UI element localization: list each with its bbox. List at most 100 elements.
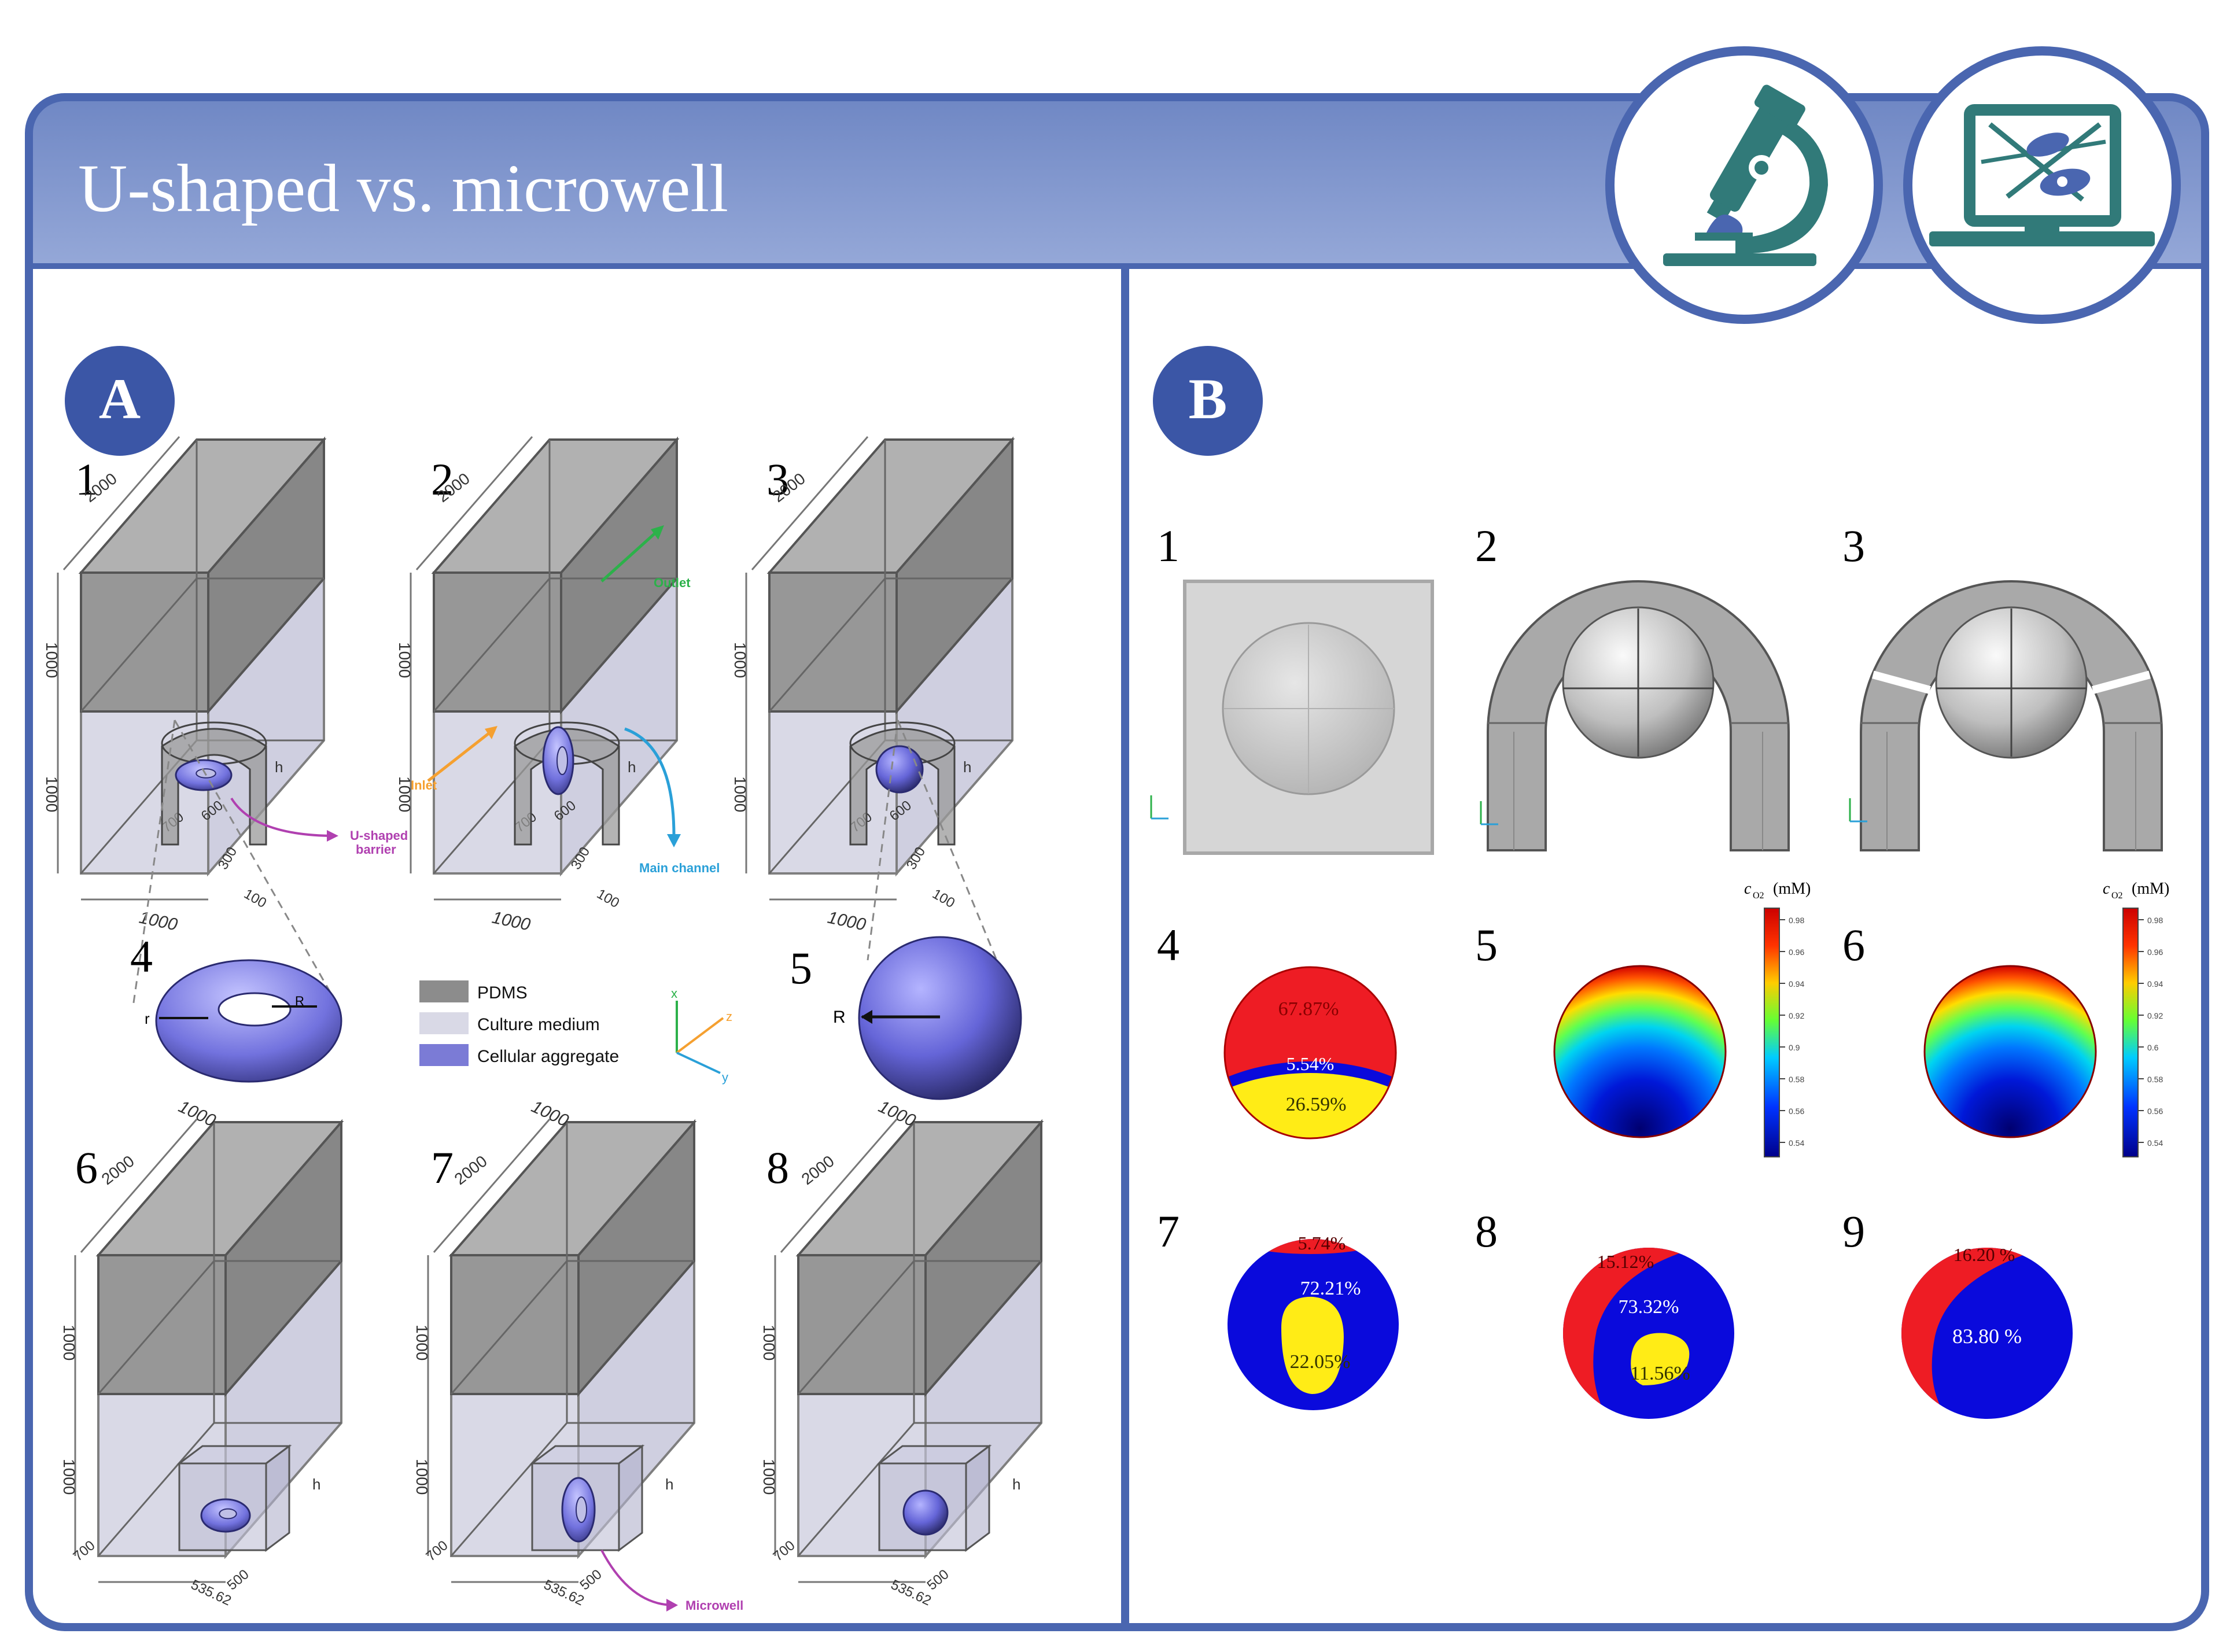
dimension-h: h	[312, 1476, 320, 1493]
pct-4-blue: 5.54%	[1287, 1053, 1335, 1074]
torus-hole	[556, 746, 568, 775]
page-title: U-shaped vs. microwell	[78, 150, 728, 226]
legend-label: Culture medium	[477, 1015, 600, 1034]
dimension-1000: 1000	[875, 1097, 919, 1130]
sim-geometry-3	[1860, 580, 2163, 851]
colorbar-tick-label: 0.54	[1789, 1138, 1804, 1148]
main-channel-arrow	[624, 727, 676, 836]
dimension-R: R	[833, 1008, 846, 1027]
panel-b-badge: B	[1153, 346, 1263, 456]
pdms-top	[95, 1121, 344, 1256]
zone-outline	[1223, 966, 1397, 1140]
box-back-edge	[797, 1422, 915, 1557]
axis-y	[676, 1052, 721, 1074]
dimension-R-small: R	[295, 994, 304, 1008]
sim-geometry-1	[1183, 580, 1434, 855]
pct-4-red: 67.87%	[1278, 998, 1339, 1020]
panel-a-number: 8	[766, 1142, 789, 1193]
colorbar-tick-label: 0.96	[1789, 947, 1804, 957]
dimension-line	[415, 436, 533, 570]
box-mid-edge	[433, 578, 551, 712]
sphere-aggregate	[902, 1489, 949, 1536]
axis-z-label: z	[726, 1009, 732, 1024]
colorbar-tick-label: 0.56	[2147, 1107, 2163, 1116]
microwell-side	[965, 1444, 990, 1552]
dimension-line	[780, 1119, 898, 1253]
dimension-100: 100	[930, 886, 957, 911]
dimension-1000: 1000	[826, 908, 868, 935]
dimension-line	[433, 1119, 551, 1253]
zoom-line	[867, 720, 899, 961]
box-mid-edge	[80, 578, 198, 712]
colorbar-tick-label: 0.98	[1789, 916, 1804, 925]
pct-8-yellow: 11.56%	[1630, 1363, 1690, 1384]
colorbar-tick-label: 0.56	[1789, 1107, 1804, 1116]
outlet-arrow	[600, 528, 661, 582]
dimension-line	[80, 1119, 198, 1253]
pct-7-yellow: 22.05%	[1290, 1351, 1351, 1373]
panel-b-number: 2	[1475, 521, 1498, 571]
panel-a-number: 5	[790, 943, 812, 993]
pct-9-red: 16.20 %	[1953, 1244, 2015, 1265]
panel-b-number: 7	[1157, 1206, 1179, 1256]
dimension-1000: 1000	[731, 642, 749, 678]
dimension-1000: 1000	[43, 776, 61, 812]
u-barrier-callout: barrier	[356, 842, 396, 857]
panel-a-number: 6	[75, 1142, 98, 1193]
zoom-line	[132, 720, 176, 1007]
microwell-callout: Microwell	[685, 1598, 743, 1613]
box-mid-edge	[97, 1260, 215, 1395]
pdms-top	[78, 438, 327, 574]
panel-a-geometries: 12000100010001000700600300100hU-shapedba…	[43, 436, 1044, 1613]
pdms-top	[448, 1121, 697, 1256]
geometry-2: 22000100010001000700600300100hInletOutle…	[396, 436, 720, 935]
dimension-100: 100	[594, 886, 622, 911]
dimension-500: 500	[224, 1566, 252, 1593]
zone-yellow	[1631, 1333, 1690, 1385]
colorbar	[2122, 908, 2139, 1157]
panel-b-number: 4	[1157, 920, 1179, 970]
dimension-1000: 1000	[760, 1325, 778, 1360]
arrowhead	[667, 834, 681, 847]
dimension-2000: 2000	[451, 1152, 491, 1188]
axis-y-label: y	[722, 1070, 728, 1085]
colorbar-tick-label: 0.98	[2147, 916, 2163, 925]
arrowhead	[666, 1599, 678, 1612]
box-back-edge	[450, 1422, 568, 1557]
zone-red	[1901, 1248, 2059, 1419]
microscope-icon	[1605, 46, 1883, 324]
mini-axes	[1849, 798, 1867, 823]
dimension-1000: 1000	[43, 642, 61, 678]
zone-map-8	[1563, 1248, 1734, 1419]
pct-8-red: 15.12%	[1597, 1251, 1654, 1272]
pct-7-blue: 72.21%	[1300, 1278, 1361, 1299]
sim-geometry-2	[1487, 580, 1790, 851]
colorbar-tick-label: 0.9	[1789, 1043, 1800, 1052]
microwell-callout-line	[600, 1550, 674, 1606]
zone-red	[1563, 1248, 1712, 1419]
zone-yellow	[1281, 1296, 1344, 1394]
colorbar-label-sub: O2	[2111, 891, 2123, 901]
dimension-2000: 2000	[98, 1152, 138, 1188]
box-mid-edge	[450, 1260, 568, 1395]
colorbar-label-c: c	[2103, 880, 2110, 898]
colorbar-label-unit: (mM)	[2132, 880, 2169, 898]
pct-7-red: 5.74%	[1298, 1233, 1346, 1253]
dimension-r: r	[145, 1010, 150, 1027]
panel-b-number: 8	[1475, 1206, 1498, 1256]
dimension-line	[62, 436, 180, 570]
sphere-aggregate	[875, 745, 924, 794]
geometry-1: 12000100010001000700600300100hU-shapedba…	[43, 436, 408, 935]
axes-triad: xzy	[671, 986, 732, 1085]
pct-9-blue: 83.80 %	[1952, 1325, 2022, 1348]
colorbar-tick-label: 0.58	[1789, 1075, 1804, 1084]
dimension-h: h	[1012, 1476, 1020, 1493]
panel-b-number: 3	[1842, 521, 1865, 571]
colorbar-tick-label: 0.6	[2147, 1043, 2159, 1052]
legend-swatch	[419, 1012, 469, 1034]
dimension-1000: 1000	[760, 1459, 778, 1495]
